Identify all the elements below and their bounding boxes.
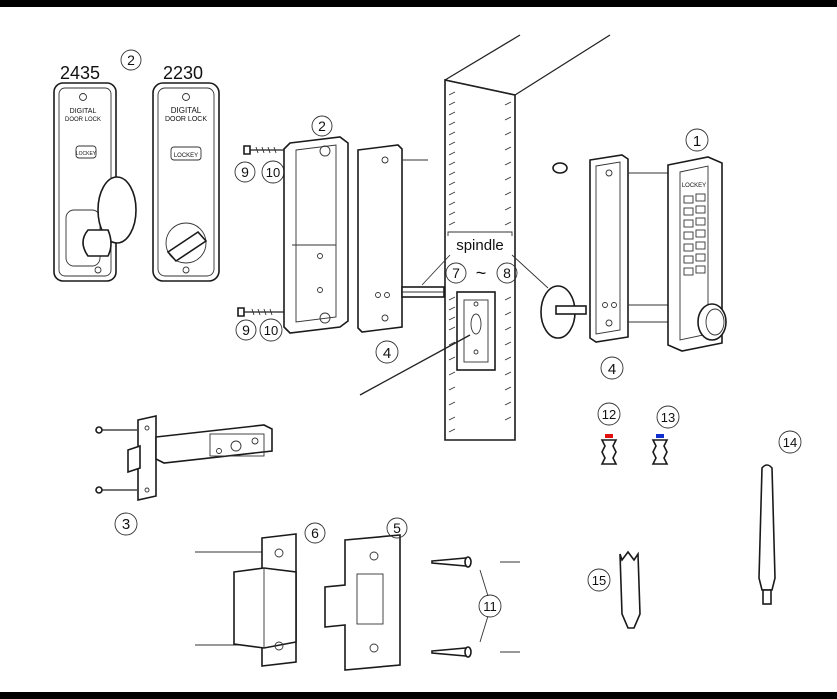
callout-2-top: 2 (120, 49, 142, 71)
svg-text:14: 14 (783, 435, 797, 450)
model-number-2230: 2230 (163, 63, 203, 83)
turn-knob (165, 222, 207, 264)
svg-text:4: 4 (383, 345, 391, 362)
callout-9-bottom: 9 (235, 319, 257, 341)
strike-plate (324, 534, 401, 671)
washer (552, 162, 568, 174)
svg-text:10: 10 (266, 165, 280, 180)
svg-text:8: 8 (503, 265, 511, 281)
callout-circle (120, 49, 142, 71)
callout-1: 1 (685, 128, 709, 152)
red-marker (605, 434, 613, 438)
keypad-unit: LOCKEY (667, 156, 727, 352)
keypad-knob (697, 303, 727, 341)
svg-text:3: 3 (122, 516, 130, 533)
callout-6: 6 (304, 522, 326, 544)
callout-15: 15 (587, 568, 611, 592)
model-number-2435: 2435 (60, 63, 100, 83)
svg-text:6: 6 (311, 525, 319, 541)
wood-screw-top (431, 556, 520, 568)
door-slab (359, 34, 611, 441)
spindle-text: spindle (456, 237, 504, 254)
callout-8: 8 (496, 262, 518, 284)
callout-5: 5 (386, 517, 408, 539)
svg-text:13: 13 (661, 410, 675, 425)
svg-text:4: 4 (608, 361, 616, 378)
front-plate-2230: DIGITAL DOOR LOCK LOCKEY (152, 82, 220, 282)
gasket-left (357, 144, 428, 333)
callout-10-top: 10 (261, 160, 285, 184)
callout-10-bottom: 10 (259, 318, 283, 342)
svg-text:2: 2 (318, 118, 326, 134)
svg-text:7: 7 (452, 265, 460, 281)
callout-4-right: 4 (600, 356, 624, 380)
svg-text:9: 9 (242, 322, 250, 338)
plate-text-door-lock: DOOR LOCK (65, 117, 101, 123)
plate-text-door-lock: DOOR LOCK (165, 116, 207, 123)
keypad-brand: LOCKEY (682, 183, 706, 189)
callout-3: 3 (114, 512, 138, 536)
spindle-label: spindle (421, 231, 549, 289)
plate-brand-logo: LOCKEY (174, 153, 198, 159)
latch-assembly (95, 415, 273, 501)
svg-text:11: 11 (483, 599, 497, 614)
spindle-adapter (540, 285, 587, 339)
svg-text:15: 15 (592, 573, 606, 588)
plate-brand-logo: LOCKEY (76, 151, 97, 157)
callout-11: 11 (478, 569, 502, 643)
keypad-buttons (683, 193, 706, 276)
plate-text-digital: DIGITAL (70, 108, 97, 115)
top-border (0, 0, 837, 7)
code-tool-blue (651, 434, 669, 465)
front-plate-2435: DIGITAL DOOR LOCK LOCKEY (53, 82, 137, 282)
callout-13: 13 (656, 405, 680, 429)
blue-marker (656, 434, 664, 438)
spindle-bar (401, 286, 445, 298)
lever-handle (97, 176, 137, 244)
latch-cutout (456, 291, 496, 371)
allen-key-tool (758, 464, 776, 605)
svg-text:9: 9 (241, 164, 249, 180)
gasket-right (589, 154, 668, 343)
svg-text:10: 10 (264, 323, 278, 338)
callout-2-mid: 2 (311, 115, 333, 137)
exploded-parts-diagram: 2435 2230 2 DIGITAL DOOR LOCK LOCKEY DIG… (53, 34, 802, 671)
svg-text:1: 1 (693, 133, 701, 150)
range-tilde: ~ (476, 263, 487, 283)
callout-12: 12 (597, 402, 621, 426)
callout-14: 14 (778, 430, 802, 454)
back-plate (283, 136, 349, 334)
callout-number: 2 (127, 52, 135, 68)
strike-box (195, 533, 297, 667)
code-tool-red (600, 434, 618, 465)
callout-4-left: 4 (375, 340, 399, 364)
callout-7: 7 (445, 262, 467, 284)
fork-tool (619, 550, 641, 629)
bottom-border (0, 692, 837, 699)
wood-screw-bottom (431, 646, 520, 658)
plate-text-digital: DIGITAL (171, 106, 202, 115)
svg-text:12: 12 (602, 407, 616, 422)
svg-text:5: 5 (393, 520, 401, 536)
callout-9-top: 9 (234, 161, 256, 183)
